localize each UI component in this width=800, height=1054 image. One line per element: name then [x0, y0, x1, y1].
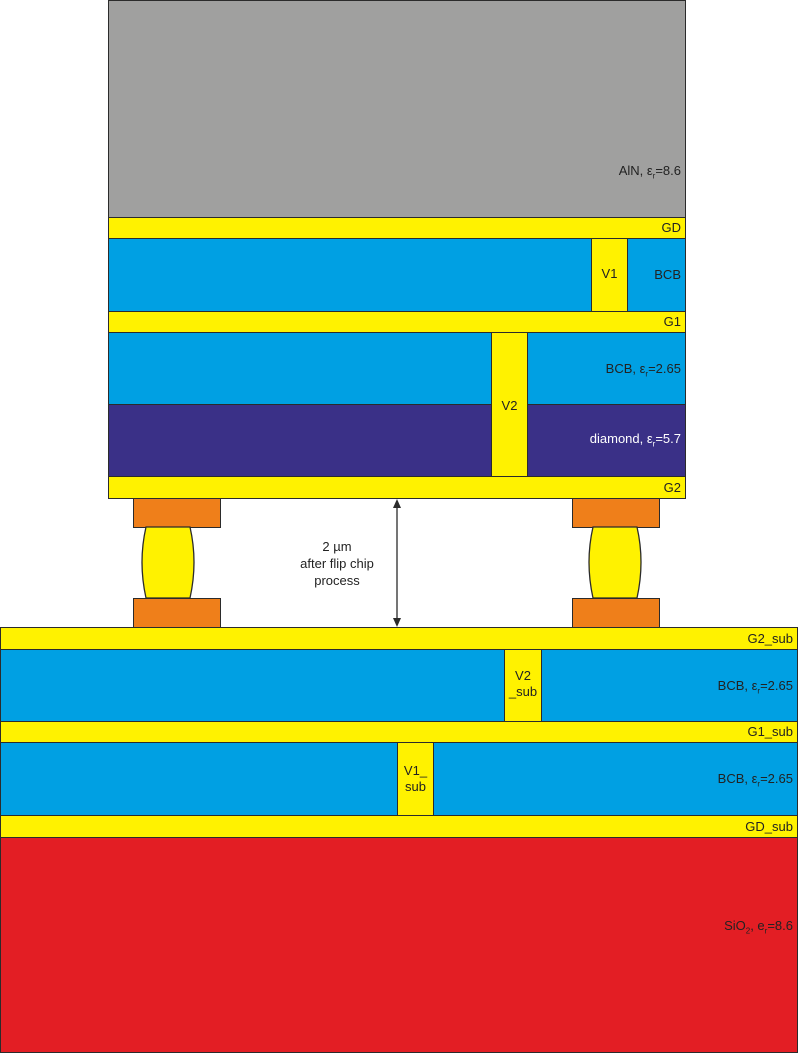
bcb-top-label: BCB: [654, 267, 681, 282]
via-v1-sub: V1_sub: [397, 742, 434, 816]
pad-left-bottom: [133, 598, 221, 628]
gap-line-3: process: [314, 573, 360, 588]
gap-line-1: 2 µm: [322, 539, 352, 554]
aln-layer: AlN, εr=8.6: [108, 0, 686, 218]
solder-bump-left: [141, 526, 195, 599]
bcb-lower-sub-label: BCB, εr=2.65: [717, 771, 793, 789]
v2-label: V2: [501, 398, 518, 413]
gap-line-2: after flip chip: [300, 556, 374, 571]
g2-sub-layer: G2_sub: [0, 627, 798, 650]
bcb-mid-layer: BCB, εr=2.65: [108, 332, 686, 405]
via-v2: V2: [491, 332, 528, 477]
gd-label: GD: [661, 220, 682, 235]
g2-layer: G2: [108, 476, 686, 499]
v1-sub-label: V1_sub: [403, 763, 428, 794]
solder-bump-right: [588, 526, 642, 599]
diamond-layer: diamond, εr=5.7: [108, 404, 686, 477]
g2-label: G2: [663, 480, 681, 495]
v1-label: V1: [601, 266, 618, 281]
g1-sub-layer: G1_sub: [0, 721, 798, 743]
bcb-upper-sub-label: BCB, εr=2.65: [717, 678, 793, 696]
sio2-layer: SiO2, er=8.6: [0, 837, 798, 1053]
gap-annotation: 2 µm after flip chip process: [267, 538, 407, 589]
sio2-label: SiO2, er=8.6: [724, 918, 793, 936]
bcb-top-layer: BCB: [108, 238, 686, 312]
g1-sub-label: G1_sub: [747, 724, 793, 739]
gap-arrow-icon: [393, 499, 401, 627]
pad-right-top: [572, 498, 660, 528]
via-v2-sub: V2_sub: [504, 649, 542, 722]
pad-left-top: [133, 498, 221, 528]
gd-sub-layer: GD_sub: [0, 815, 798, 838]
v2-sub-label: V2_sub: [508, 668, 538, 699]
diamond-label: diamond, εr=5.7: [589, 431, 681, 449]
aln-label: AlN, εr=8.6: [618, 163, 681, 181]
bcb-upper-sub-layer: BCB, εr=2.65: [0, 649, 798, 722]
bcb-mid-label: BCB, εr=2.65: [605, 361, 681, 379]
g1-label: G1: [663, 314, 681, 329]
g2-sub-label: G2_sub: [747, 631, 793, 646]
gd-sub-label: GD_sub: [745, 819, 793, 834]
